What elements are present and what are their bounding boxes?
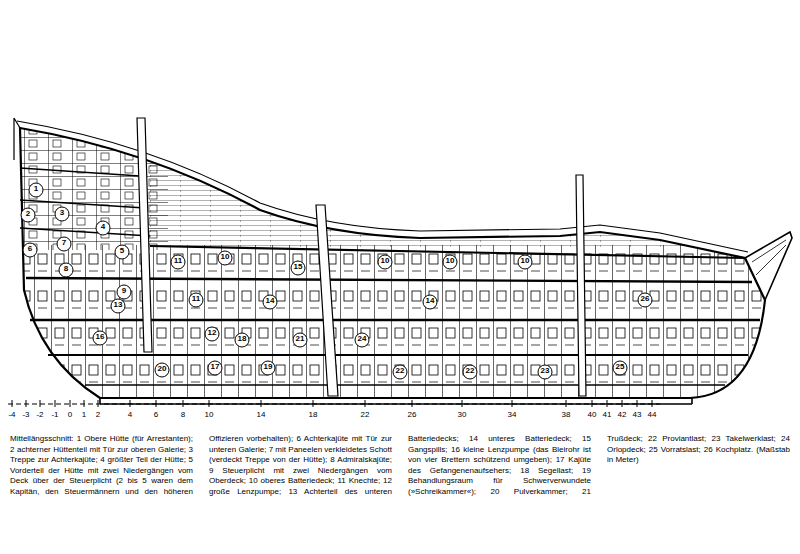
callout-number: 20 [155,363,170,378]
stern-decks [20,168,150,236]
scale-number: 38 [561,410,572,419]
scale-number: 30 [457,410,468,419]
callout-number: 25 [613,361,628,376]
callout-number: 21 [293,333,308,348]
callout-number: 22 [463,365,478,380]
lower-battery-deck [30,319,760,321]
beakhead [745,232,792,300]
callout-number: 10 [443,255,458,270]
callout-number: 17 [208,361,223,376]
callout-number: 2 [21,208,36,223]
scale-number: 43 [632,410,643,419]
mizzen-mast [137,118,152,352]
scale-number: 26 [407,410,418,419]
rail [17,121,748,252]
scale-number: -2 [35,410,44,419]
scale-line [8,404,660,405]
scale-number: 44 [647,410,658,419]
scale-number: 18 [308,410,319,419]
callout-number: 7 [57,237,72,252]
masts [137,118,586,396]
callout-number: 14 [263,295,278,310]
scale-number: 6 [153,410,159,419]
scale-number: -1 [50,410,59,419]
keel [100,398,692,404]
orlop-deck [48,354,748,356]
callout-number: 5 [115,245,130,260]
callout-number: 24 [355,333,370,348]
scale-bar [8,400,660,407]
callout-number: 4 [96,221,111,236]
scale-number: 41 [602,410,613,419]
scale-number: -4 [7,410,16,419]
caption: Mittellängsschnitt: 1 Obere Hütte (für A… [10,434,790,498]
callout-number: 8 [59,263,74,278]
hull-interior [0,100,800,410]
scale-number: 2 [95,410,101,419]
callout-number: 18 [235,333,250,348]
stern-top [14,118,20,160]
scale-number: -3 [21,410,30,419]
callout-number: 10 [378,255,393,270]
callout-number: 11 [171,255,186,270]
scale-number: 0 [67,410,73,419]
callout-number: 11 [189,293,204,308]
scale-ticks [12,400,652,407]
scale-number: 34 [507,410,518,419]
beakhead-rails [752,240,786,275]
callout-number: 10 [218,251,233,266]
hull-outline [14,118,792,404]
scale-number: 22 [360,410,371,419]
scale-number: 4 [127,410,133,419]
callout-number: 14 [423,295,438,310]
callout-number: 26 [638,293,653,308]
callout-number: 3 [55,207,70,222]
callout-number: 15 [291,261,306,276]
scale-number: 10 [204,410,215,419]
scale-number: 40 [587,410,598,419]
callout-number: 22 [393,365,408,380]
callout-number: 6 [23,243,38,258]
scale-number: 8 [180,410,186,419]
callout-number: 9 [117,285,132,300]
hull [20,128,765,398]
scale-number: 42 [617,410,628,419]
callout-number: 10 [518,255,533,270]
scale-number: 14 [256,410,267,419]
upper-battery-deck [26,278,752,282]
hold-floor [85,384,725,386]
hull-ground [0,100,800,410]
main-mast [316,205,338,396]
callout-number: 1 [29,183,44,198]
callout-number: 23 [538,365,553,380]
scale-number: 1 [81,410,87,419]
callout-number: 19 [261,361,276,376]
callout-number: 12 [205,327,220,342]
decks [20,168,760,385]
callout-number: 16 [93,331,108,346]
callout-number: 13 [111,299,126,314]
fore-mast [576,175,586,396]
frames [20,245,780,400]
